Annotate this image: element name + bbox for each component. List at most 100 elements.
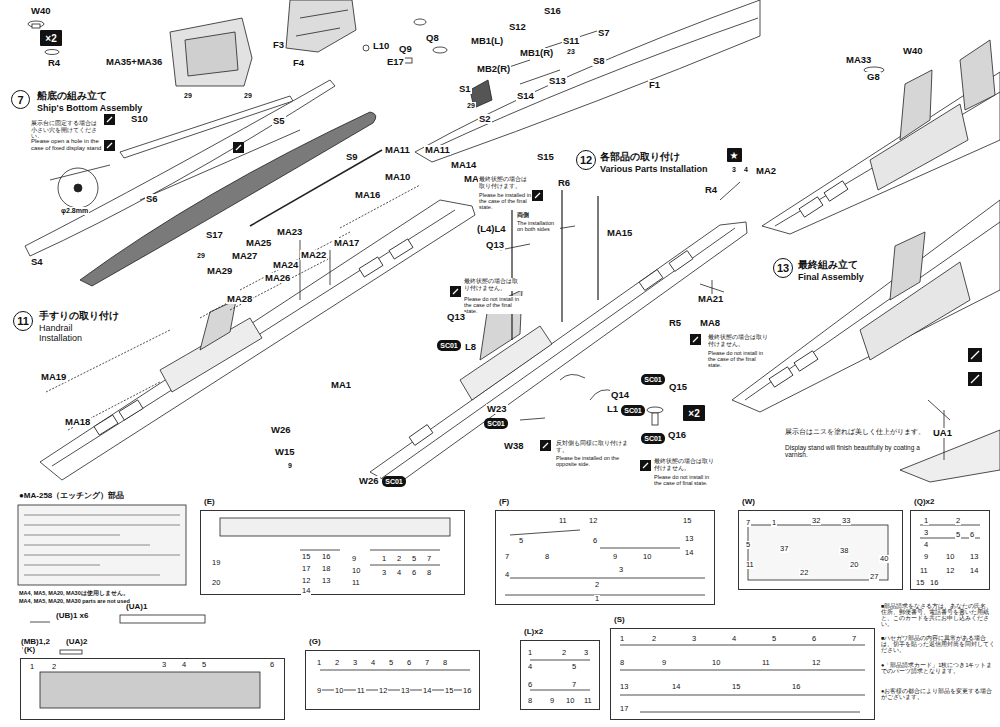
glue-icon [450, 286, 461, 297]
part-label: W40 [30, 6, 52, 16]
part-drawing [433, 47, 447, 53]
part-number: 15 [444, 687, 454, 695]
part-number: 2 [51, 663, 57, 671]
part-number: 10 [711, 659, 721, 667]
part-label: MA17 [333, 238, 360, 248]
part-number: 3 [691, 635, 697, 643]
part-label: MB1(L) [470, 36, 504, 46]
part-label: MB2(R) [476, 64, 511, 74]
part-drawing [512, 190, 598, 340]
part-label: S4 [30, 257, 44, 267]
part-label: L8 [464, 342, 477, 352]
part-drawing [52, 210, 455, 466]
note-text: Handrail Installation [38, 324, 102, 344]
part-number: 19 [211, 559, 221, 567]
part-number: 15 [682, 517, 692, 525]
part-number: 12 [588, 517, 598, 525]
glue-icon-mark [693, 337, 698, 342]
part-number: 33 [841, 517, 851, 525]
step-number: 7 [11, 90, 30, 109]
part-number: 3 [923, 529, 929, 537]
part-label: S7 [597, 28, 611, 38]
glue-icon-mark [107, 117, 979, 468]
part-number: 13 [684, 535, 694, 543]
part-label: MA2 [755, 166, 777, 176]
part-label: UA1 [932, 428, 953, 438]
part-number: 9 [612, 553, 618, 561]
part-number: 7 [571, 681, 577, 689]
part-label: MA29 [206, 266, 233, 276]
part-number: 13 [969, 553, 979, 561]
part-number: 32 [811, 517, 821, 525]
part-number: 1 [316, 659, 322, 667]
part-number: 9 [549, 697, 555, 705]
glue-icon-mark [453, 289, 458, 294]
part-number: 1 [923, 517, 929, 525]
note-text: Please do not install in the case of the… [707, 350, 769, 368]
sprue-letter: (Q)x2 [913, 498, 935, 506]
part-number: 11 [558, 517, 568, 525]
marker-badge: SC01 [641, 433, 665, 444]
part-drawing [120, 615, 205, 623]
part-number: 6 [969, 531, 975, 539]
part-number: 10 [334, 687, 344, 695]
part-label: (MB)1,2 [20, 638, 51, 647]
part-number: 10 [642, 553, 652, 561]
part-drawing [170, 18, 252, 86]
part-number: 10 [565, 697, 575, 705]
part-label: 船底の組み立て [36, 90, 108, 101]
part-number: 8 [426, 569, 432, 577]
part-number: 2 [594, 581, 600, 589]
step-number: 12 [576, 150, 596, 170]
part-drawing [58, 168, 98, 208]
note-text: 展示台に固定する場合は小さい穴を開けてください。 [30, 120, 102, 140]
part-label: W26 [358, 476, 380, 486]
part-drawing [24, 515, 180, 575]
part-number: 38 [839, 547, 849, 555]
note-text: ●お客様の都合により部品を変更する場合がございます。 [880, 688, 997, 700]
part-drawing [140, 130, 300, 200]
part-drawing [745, 222, 1000, 400]
part-number: 13 [619, 683, 629, 691]
part-number: 17 [301, 565, 311, 573]
part-drawing [769, 367, 793, 387]
part-label: S1 [458, 84, 472, 94]
part-label: S5 [272, 116, 286, 126]
sprue-letter: (K) [23, 646, 36, 654]
part-drawing [300, 240, 330, 300]
part-drawing [220, 518, 450, 536]
sprue-frame: (S)1234567891011121314151617 [610, 628, 875, 720]
note-text: Please do not install in the case of the… [463, 296, 523, 314]
part-number: 20 [211, 579, 221, 587]
part-drawing [389, 239, 413, 259]
part-drawing [748, 525, 888, 580]
glue-icon-mark [971, 351, 979, 359]
part-number: 3 [618, 566, 624, 574]
part-drawing [720, 182, 740, 200]
part-drawing [824, 181, 848, 201]
part-drawing [414, 19, 426, 25]
badge-text: SC01 [487, 420, 505, 427]
part-number: 14 [301, 587, 311, 595]
glue-icon [233, 142, 244, 153]
sprue-frame: (W)713233373820405112227 [738, 510, 903, 590]
part-label: W26 [270, 425, 292, 435]
part-label: MA8 [699, 318, 721, 328]
sprue-letter: (L)x2 [523, 628, 544, 636]
part-drawing [40, 672, 260, 708]
part-number: 4 [527, 663, 533, 671]
part-number: 2 [955, 517, 961, 525]
part-label: 各部品の取り付け [599, 151, 681, 162]
part-drawing [794, 351, 818, 371]
part-number: 6 [527, 681, 533, 689]
part-label: MA21 [697, 294, 724, 304]
sprue-letter: (S) [613, 616, 626, 624]
part-drawing [639, 270, 663, 291]
part-number: 6 [269, 661, 275, 669]
part-number: 16 [791, 683, 801, 691]
part-number: 37 [779, 545, 789, 553]
part-number: 14 [969, 567, 979, 575]
part-label: 29 [466, 102, 476, 110]
